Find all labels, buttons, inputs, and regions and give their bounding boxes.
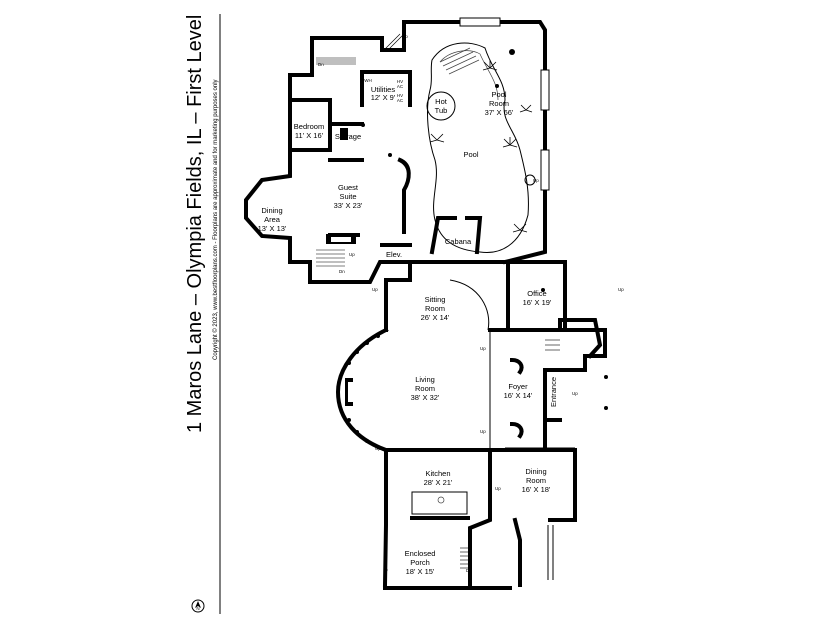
pool-room-walls bbox=[380, 17, 550, 265]
kitchen-dims: 28' X 21' bbox=[424, 478, 453, 487]
enclosed-porch-dims: 18' X 15' bbox=[406, 567, 435, 576]
equipment-labels: HV AC HV AC WH bbox=[364, 78, 404, 103]
dining-area-label-2: Area bbox=[264, 215, 281, 224]
kitchen-island bbox=[410, 491, 470, 520]
cabana-label: Cabana bbox=[445, 237, 472, 246]
bedroom-label: Bedroom bbox=[294, 122, 324, 131]
sitting-room-label-2: Room bbox=[425, 304, 445, 313]
stair-up-label: Up bbox=[372, 287, 378, 292]
hot-tub-label-1: Hot bbox=[435, 97, 448, 106]
office-dims: 16' X 19' bbox=[523, 298, 552, 307]
dining-room-dims: 16' X 18' bbox=[522, 485, 551, 494]
dining-area-label-1: Dining bbox=[261, 206, 282, 215]
dining-room-label-1: Dining bbox=[525, 467, 546, 476]
title-block: 1 Maros Lane – Olympia Fields, IL – Firs… bbox=[184, 14, 221, 614]
foyer-dims: 16' X 14' bbox=[504, 391, 533, 400]
water-heater-label: WH bbox=[364, 78, 372, 83]
entrance-label: Entrance bbox=[549, 377, 558, 407]
hvac-label: AC bbox=[397, 98, 404, 103]
stair-up-label: Up bbox=[480, 346, 486, 351]
stair-up-label: Up bbox=[572, 391, 578, 396]
stair-up-label: Up bbox=[402, 34, 408, 39]
planter-icon bbox=[524, 174, 536, 186]
sitting-room-label-1: Sitting bbox=[425, 295, 446, 304]
guest-suite-label-1: Guest bbox=[338, 183, 359, 192]
room-labels: Utilities 12' X 9' Pool Room 37' X 66' H… bbox=[258, 85, 558, 576]
pool-outline bbox=[427, 42, 529, 254]
utilities-label: Utilities bbox=[371, 85, 395, 94]
stair-labels: Up Dn Up Dn Up Up Up Up Up Up Up Up Dn bbox=[318, 34, 624, 573]
stair-dn-label: Dn bbox=[318, 62, 324, 67]
living-room-dims: 38' X 32' bbox=[411, 393, 440, 402]
enclosed-porch-label-1: Enclosed bbox=[405, 549, 436, 558]
column-marker bbox=[495, 84, 499, 88]
stair-up-label: Up bbox=[533, 178, 539, 183]
hvac-label: HV bbox=[397, 79, 403, 84]
stair-up-label: Up bbox=[375, 446, 381, 451]
compass-label: N bbox=[196, 606, 199, 611]
living-room-window-marks bbox=[347, 334, 608, 449]
cabana-walls bbox=[429, 216, 483, 255]
pool-room-windows bbox=[459, 17, 550, 191]
dining-area-dims: 13' X 13' bbox=[258, 224, 287, 233]
column-marker bbox=[541, 288, 545, 292]
hvac-label: AC bbox=[397, 84, 404, 89]
kitchen-label: Kitchen bbox=[425, 469, 450, 478]
stair-up-label: Up bbox=[349, 252, 355, 257]
hot-tub-label-2: Tub bbox=[435, 106, 448, 115]
column-marker bbox=[509, 49, 515, 55]
plan-title: 1 Maros Lane – Olympia Fields, IL – Firs… bbox=[184, 15, 206, 433]
west-stairs bbox=[316, 33, 405, 267]
stair-up-label: Up bbox=[618, 287, 624, 292]
pool-label: Pool bbox=[463, 150, 478, 159]
bedroom-dims: 11' X 16' bbox=[295, 131, 324, 140]
hvac-label: HV bbox=[397, 93, 403, 98]
sitting-room-dims: 26' X 14' bbox=[421, 313, 450, 322]
foyer-label: Foyer bbox=[508, 382, 528, 391]
stair-dn-label: Dn bbox=[339, 269, 345, 274]
copyright-notice: Copyright © 2023, www.bestfloorplans.com… bbox=[212, 79, 219, 360]
fireplace-icon bbox=[326, 128, 356, 244]
living-room-label-1: Living bbox=[415, 375, 435, 384]
elevator-label: Elev. bbox=[386, 250, 402, 259]
stair-up-label: Up bbox=[495, 486, 501, 491]
north-arrow-icon: N bbox=[191, 599, 205, 613]
storage-label: Storage bbox=[335, 132, 361, 141]
central-walls bbox=[384, 260, 607, 448]
hot-tub-outline bbox=[426, 91, 456, 121]
south-walls bbox=[382, 448, 577, 590]
pool-room-label-1: Pool bbox=[491, 90, 506, 99]
column-marker bbox=[388, 153, 392, 157]
enclosed-porch-label-2: Porch bbox=[410, 558, 430, 567]
pool-fountain-steps bbox=[439, 47, 480, 75]
living-room-label-2: Room bbox=[415, 384, 435, 393]
stair-up-label: Up bbox=[480, 429, 486, 434]
utilities-dims: 12' X 9' bbox=[371, 93, 396, 102]
living-room-walls bbox=[335, 327, 502, 453]
guest-suite-label-2: Suite bbox=[339, 192, 356, 201]
plant-icon bbox=[429, 60, 533, 233]
pool-room-label-2: Room bbox=[489, 99, 509, 108]
dining-room-label-2: Room bbox=[526, 476, 546, 485]
guest-suite-dims: 33' X 23' bbox=[334, 201, 363, 210]
porch-stairs bbox=[460, 339, 560, 569]
stair-dn-label: Dn bbox=[466, 568, 472, 573]
office-label: Office bbox=[527, 289, 546, 298]
west-wing-walls bbox=[244, 36, 412, 284]
pool-room-dims: 37' X 66' bbox=[485, 108, 514, 117]
porch-window-marks bbox=[384, 538, 502, 590]
